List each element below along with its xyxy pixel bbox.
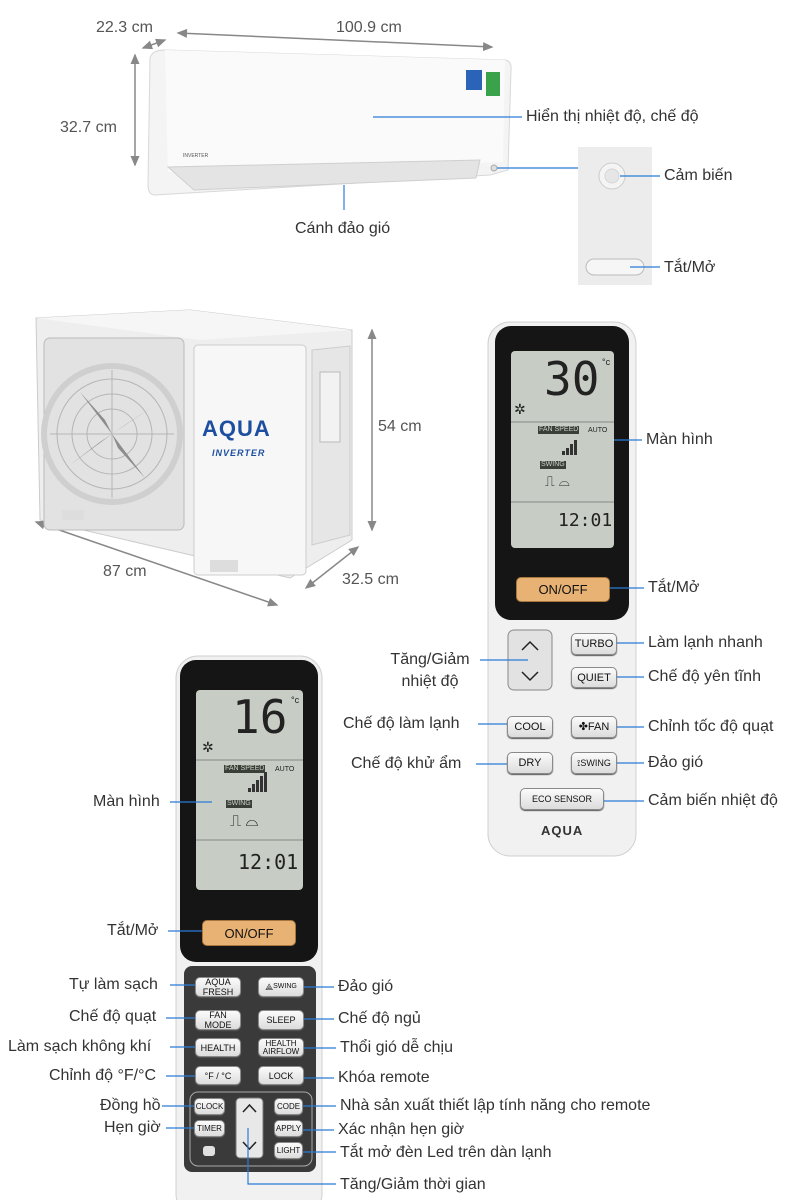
lcd-fan-speed-large: FAN SPEED <box>224 765 266 773</box>
lcd-time-large: 12:01 <box>238 850 299 874</box>
label-swing-left: Đảo gió <box>338 978 394 995</box>
label-quiet: Chế độ yên tĩnh <box>648 668 761 685</box>
snowflake-icon: ✲ <box>514 401 526 417</box>
lcd-unit-large: °c <box>291 695 300 705</box>
dry-button[interactable]: DRY <box>507 752 553 774</box>
dimension-arrows <box>34 28 494 607</box>
swing-button-large[interactable]: ⟁SWING <box>258 977 304 997</box>
health-airflow-line2: AIRFLOW <box>262 1046 300 1056</box>
fan-icon: ✤ <box>578 721 588 733</box>
onoff-button[interactable]: ON/OFF <box>516 577 610 602</box>
label-fan: Chỉnh tốc độ quạt <box>648 718 774 735</box>
light-button[interactable]: LIGHT <box>274 1142 303 1159</box>
indoor-width-label: 100.9 cm <box>336 19 402 36</box>
label-fan-mode: Chế độ quạt <box>69 1008 157 1025</box>
temp-up-down-button[interactable] <box>508 630 552 690</box>
sleep-button[interactable]: SLEEP <box>258 1010 304 1030</box>
outdoor-width-label: 87 cm <box>103 563 147 580</box>
label-screen-left: Màn hình <box>93 793 160 810</box>
label-turbo: Làm lạnh nhanh <box>648 634 763 651</box>
time-up-down-button[interactable] <box>236 1098 263 1158</box>
swing-fan-icon: ⎍ ⌓ <box>230 813 259 830</box>
swing-icon: ⟁ <box>265 982 274 992</box>
label-temp-unit: Chỉnh độ °F/°C <box>49 1067 157 1084</box>
label-air-clean: Làm sạch không khí <box>8 1038 152 1055</box>
lcd-auto-large: AUTO <box>275 766 295 773</box>
lcd-auto: AUTO <box>588 427 608 434</box>
label-self-clean: Tự làm sạch <box>69 976 158 993</box>
label-sleep: Chế độ ngủ <box>338 1010 421 1027</box>
label-temp-1: Tăng/Giảm <box>390 651 470 668</box>
label-display: Hiển thị nhiệt độ, chế độ <box>526 108 699 125</box>
lcd-swing: SWING <box>540 461 566 469</box>
label-sensor: Cảm biến <box>664 167 733 184</box>
label-swing-right: Đảo gió <box>648 754 704 771</box>
turbo-button[interactable]: TURBO <box>571 633 617 655</box>
label-screen-right: Màn hình <box>646 431 713 448</box>
outdoor-brand-sub: INVERTER <box>212 448 266 458</box>
label-time-adjust: Tăng/Giảm thời gian <box>340 1176 486 1193</box>
remote-logo: AQUA <box>541 823 584 838</box>
cool-button[interactable]: COOL <box>507 716 553 738</box>
swing-button[interactable]: ⟟SWING <box>571 752 617 774</box>
sensor-panel <box>578 147 652 285</box>
swing-icon: ⟟ <box>577 758 581 768</box>
lcd-swing-large: SWING <box>226 800 252 808</box>
outdoor-brand-logo: AQUA <box>202 416 271 441</box>
indoor-height-label: 32.7 cm <box>60 119 117 136</box>
apply-button[interactable]: APPLY <box>274 1120 303 1137</box>
snowflake-icon: ✲ <box>202 739 214 755</box>
label-power-right: Tắt/Mở <box>648 579 700 596</box>
label-temp-2: nhiệt độ <box>401 673 459 690</box>
lock-button[interactable]: LOCK <box>258 1066 304 1085</box>
label-cool: Chế độ làm lạnh <box>343 715 460 732</box>
lcd-temp-large: 16 <box>232 690 288 744</box>
label-clock: Đồng hồ <box>100 1097 161 1114</box>
outdoor-height-label: 54 cm <box>378 418 422 435</box>
lcd-fan-speed: FAN SPEED <box>538 426 580 434</box>
indoor-unit: INVERTER <box>147 49 512 196</box>
label-lock: Khóa remote <box>338 1069 430 1086</box>
label-power-indoor: Tắt/Mở <box>664 259 716 276</box>
lcd-time: 12:01 <box>558 510 613 531</box>
fan-button[interactable]: ✤FAN <box>571 716 617 738</box>
onoff-button-large[interactable]: ON/OFF <box>202 920 296 946</box>
fan-mode-button[interactable]: FAN MODE <box>195 1010 241 1030</box>
label-louver: Cánh đảo gió <box>295 220 391 237</box>
health-airflow-line1: HEALTH <box>265 1038 297 1048</box>
swing-button-large-label: SWING <box>273 983 297 990</box>
label-power-left: Tắt/Mở <box>107 922 159 939</box>
temp-unit-button[interactable]: °F / °C <box>195 1066 241 1085</box>
label-dry: Chế độ khử ẩm <box>351 755 462 772</box>
quiet-button[interactable]: QUIET <box>571 667 617 688</box>
aqua-fresh-line1: AQUA <box>205 977 231 987</box>
swing-fan-icon: ⎍ ⌓ <box>545 473 570 489</box>
code-button[interactable]: CODE <box>274 1098 303 1115</box>
lcd-temp: 30 <box>544 352 600 406</box>
small-round-button[interactable] <box>203 1146 215 1156</box>
outdoor-unit <box>35 309 353 579</box>
indoor-depth-label: 22.3 cm <box>96 19 153 36</box>
lcd-unit: °c <box>602 357 611 367</box>
aqua-fresh-line2: FRESH <box>202 987 234 997</box>
label-eco: Cảm biến nhiệt độ <box>648 792 778 809</box>
eco-sensor-button[interactable]: ECO SENSOR <box>520 788 604 810</box>
clock-button[interactable]: CLOCK <box>194 1098 225 1115</box>
outdoor-depth-label: 32.5 cm <box>342 571 399 588</box>
swing-button-label: SWING <box>580 758 611 768</box>
label-code: Nhà sản xuất thiết lập tính năng cho rem… <box>340 1097 651 1114</box>
label-airflow: Thổi gió dễ chịu <box>340 1039 453 1056</box>
label-timer: Hẹn giờ <box>104 1119 161 1136</box>
health-button[interactable]: HEALTH <box>195 1038 241 1057</box>
fan-button-label: FAN <box>587 721 610 733</box>
label-apply: Xác nhận hẹn giờ <box>338 1121 465 1138</box>
timer-button[interactable]: TIMER <box>194 1120 225 1137</box>
label-light: Tắt mở đèn Led trên dàn lạnh <box>340 1144 552 1161</box>
svg-text:INVERTER: INVERTER <box>183 153 209 159</box>
